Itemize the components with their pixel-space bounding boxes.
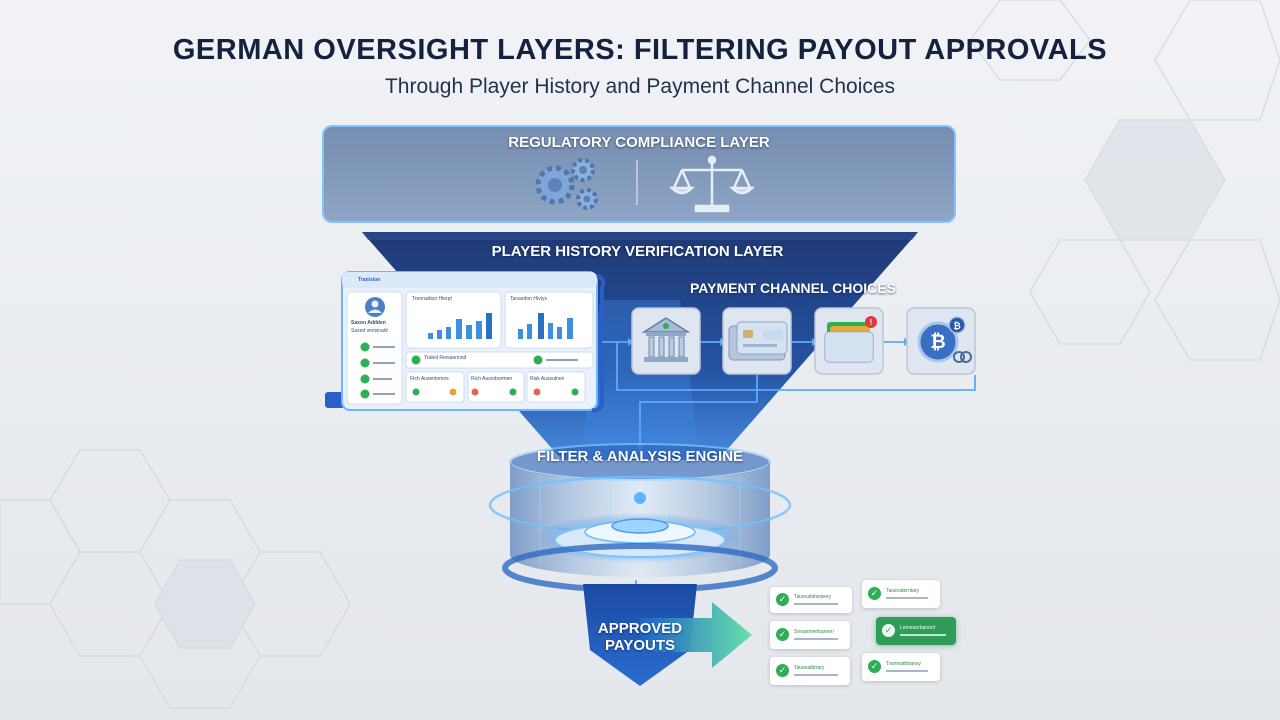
payment-channel-label: PAYMENT CHANNEL CHOICES xyxy=(690,280,896,296)
payout-card-text: Tausnabtniswery xyxy=(794,594,832,600)
player-history-layer-label: PLAYER HISTORY VERIFICATION LAYER xyxy=(491,243,784,260)
svg-text:!: ! xyxy=(870,318,873,327)
dashboard-small-card-2: Rich Ausrobormen xyxy=(471,376,513,382)
card-icon xyxy=(728,321,788,361)
dashboard-card1-title: Trennadion Hlerpt xyxy=(412,296,452,302)
check-icon: ✓ xyxy=(882,624,895,637)
payout-card: ✓ Tausnabtniswery xyxy=(770,587,852,613)
wallet-icon: ! xyxy=(824,316,877,363)
approved-payouts-label: APPROVED PAYOUTS xyxy=(585,620,695,654)
check-icon: ✓ xyxy=(776,593,789,606)
approved-line-1: APPROVED xyxy=(597,620,683,637)
dashboard-card2-title: Tanaedon Hivtys xyxy=(510,296,547,302)
payout-card-line xyxy=(794,638,838,640)
payout-card-line xyxy=(794,603,838,605)
payout-card-text: Snnanmenbarneri xyxy=(794,629,834,635)
dashboard-check-row: Traled Reniaeriond xyxy=(424,355,467,361)
check-icon: ✓ xyxy=(868,660,881,673)
svg-text:₿: ₿ xyxy=(953,321,960,332)
payout-card-text: Tausnatbtrary xyxy=(794,665,825,671)
dashboard-tablet xyxy=(325,271,606,413)
gears-icon xyxy=(535,158,598,210)
dashboard-profile-sub: Saxed verisinald xyxy=(351,328,388,334)
filter-engine xyxy=(488,443,792,593)
payout-card: ✓ Tausnatbrntary xyxy=(862,580,940,608)
payout-card-line xyxy=(794,674,838,676)
payout-card: ✓ Tausnatbtrary xyxy=(770,657,850,685)
bitcoin-icon: ₿ ₿ xyxy=(917,316,972,363)
payout-card-text: Tausnatbrntary xyxy=(886,588,920,594)
bank-icon xyxy=(641,317,691,362)
payout-card-text: Tramnatbtransy xyxy=(886,661,921,667)
scales-icon xyxy=(668,155,756,213)
page-subtitle: Through Player History and Payment Chann… xyxy=(384,75,896,98)
svg-text:₿: ₿ xyxy=(930,331,945,353)
payout-card-highlighted: ✓ Lemeuerbanent xyxy=(876,617,956,645)
regulatory-layer-label: REGULATORY COMPLIANCE LAYER xyxy=(508,134,770,151)
check-icon: ✓ xyxy=(776,664,789,677)
payout-card-line xyxy=(900,634,946,636)
payout-card-line xyxy=(886,597,928,599)
check-icon: ✓ xyxy=(868,587,881,600)
filter-engine-label: FILTER & ANALYSIS ENGINE xyxy=(536,448,744,465)
approved-line-2: PAYOUTS xyxy=(604,637,676,654)
payout-card: ✓ Snnanmenbarneri xyxy=(770,621,850,649)
payout-card-text: Lemeuerbanent xyxy=(900,625,936,631)
dashboard-small-card-3: Risk Aussutnen xyxy=(530,376,565,382)
regulatory-layer-panel xyxy=(322,125,956,223)
dashboard-small-card-1: Ftch Ausentomos xyxy=(410,376,449,382)
dashboard-profile-name: Saxon Addden xyxy=(351,320,386,326)
approved-arrow xyxy=(640,602,752,668)
page-title: GERMAN OVERSIGHT LAYERS: FILTERING PAYOU… xyxy=(172,34,1108,66)
payout-card: ✓ Tramnatbtransy xyxy=(862,653,940,681)
payout-card-line xyxy=(886,670,928,672)
check-icon: ✓ xyxy=(776,628,789,641)
dashboard-brand: Tranision xyxy=(358,277,381,283)
